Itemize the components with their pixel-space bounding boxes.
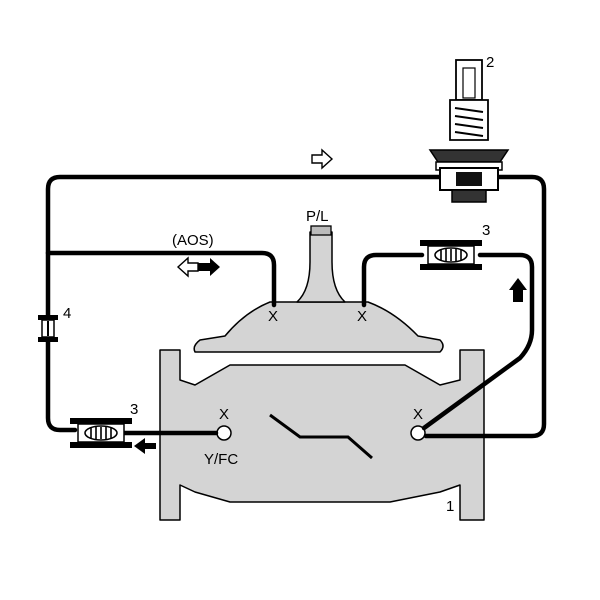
valve-stem bbox=[296, 231, 346, 303]
flow-arrow-left-open-icon bbox=[176, 256, 199, 278]
port-left bbox=[216, 425, 232, 441]
valve-cover bbox=[193, 301, 444, 353]
needle-valve-lower-icon bbox=[70, 418, 132, 448]
cover-right-x: X bbox=[357, 308, 367, 325]
upper-needle-right-tube bbox=[421, 252, 535, 431]
flow-arrow-up-icon bbox=[509, 278, 527, 302]
main-valve-body bbox=[159, 225, 485, 521]
flow-arrow-left-icon bbox=[134, 438, 156, 454]
flow-arrow-icons bbox=[134, 148, 527, 454]
valve-number: 1 bbox=[446, 498, 454, 515]
aos-label: (AOS) bbox=[172, 232, 214, 249]
stem-cap bbox=[310, 225, 332, 236]
valve-body-shape bbox=[159, 349, 485, 521]
needle-upper-number: 3 bbox=[482, 222, 490, 239]
aos-tube bbox=[45, 250, 277, 308]
port-right-x: X bbox=[413, 406, 423, 423]
pilot-to-right-tube bbox=[423, 174, 547, 439]
main-loop-tube bbox=[45, 174, 443, 433]
cock-number: 4 bbox=[63, 305, 71, 322]
top-label: P/L bbox=[306, 208, 329, 225]
port-left-x: X bbox=[219, 406, 229, 423]
upper-needle-left-tube bbox=[361, 252, 425, 308]
pressure-pilot-icon bbox=[428, 59, 510, 203]
yfc-label: Y/FC bbox=[204, 451, 238, 468]
pilot-number: 2 bbox=[486, 54, 494, 71]
needle-valve-upper-icon bbox=[420, 240, 482, 270]
port-right bbox=[410, 425, 426, 441]
isolation-cock-icon bbox=[38, 315, 58, 342]
seat-divider bbox=[269, 413, 373, 460]
flow-arrow-right-solid-icon bbox=[198, 258, 220, 276]
cover-left-x: X bbox=[268, 308, 278, 325]
flow-arrow-right-icon bbox=[311, 148, 334, 170]
labels: 2 P/L (AOS) 3 4 X X 3 X X Y/FC 1 bbox=[63, 54, 494, 515]
pilot-tubing bbox=[45, 174, 547, 439]
needle-lower-number: 3 bbox=[130, 401, 138, 418]
